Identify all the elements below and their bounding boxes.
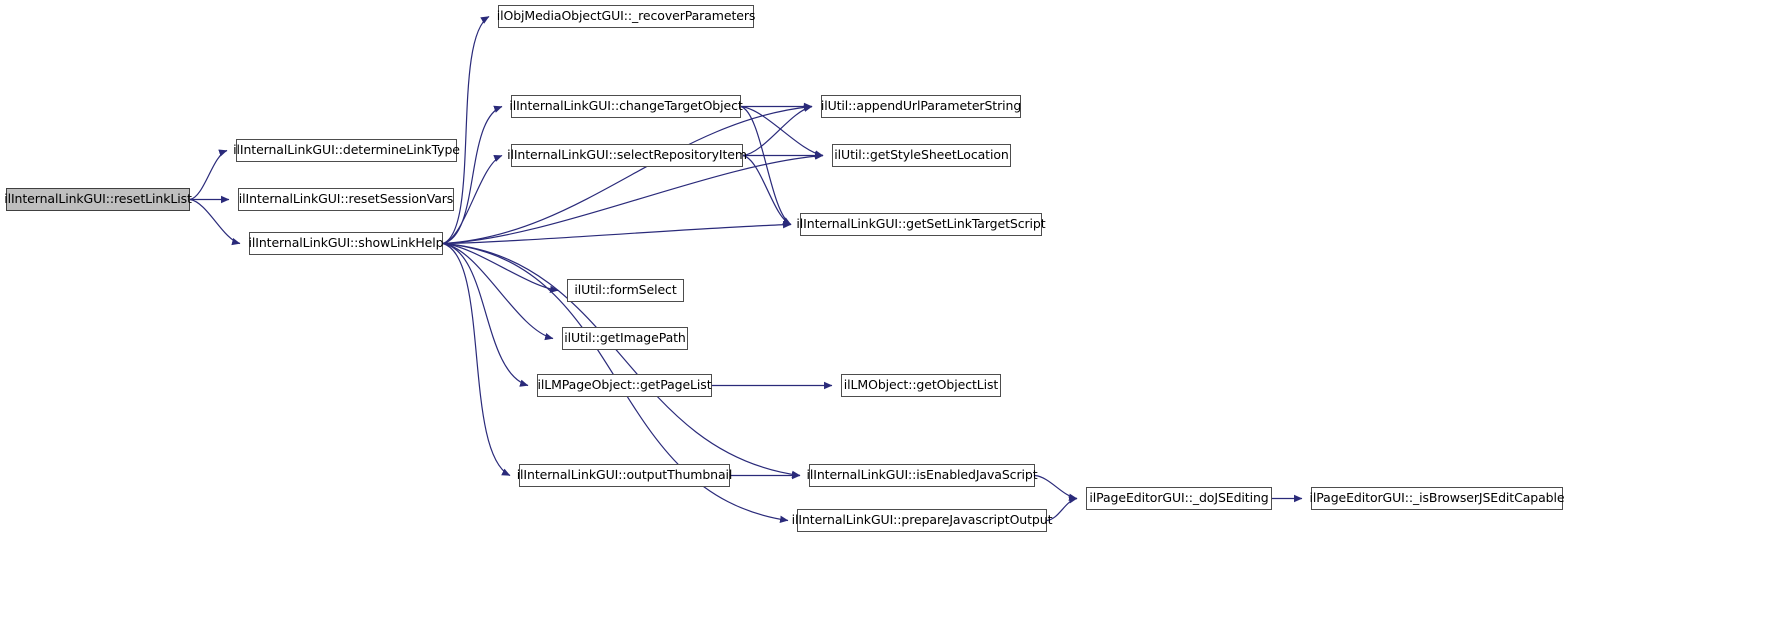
graph-node-label: ilLMPageObject::getPageList [537,377,712,393]
graph-node-label: ilInternalLinkGUI::prepareJavascriptOutp… [791,512,1053,528]
graph-node-label: ilPageEditorGUI::_isBrowserJSEditCapable [1309,490,1565,506]
graph-node-label: ilInternalLinkGUI::getSetLinkTargetScrip… [796,216,1046,232]
graph-edge-showLinkHelp-to-outputThumbnail [442,242,511,477]
graph-edge-selectRepositoryItem-to-appendUrlParameterString [742,104,813,157]
graph-node-doJSEditing[interactable]: ilPageEditorGUI::_doJSEditing [1086,487,1272,510]
graph-edge-prepareJavascriptOutput-to-doJSEditing [1046,496,1078,522]
graph-node-outputThumbnail[interactable]: ilInternalLinkGUI::outputThumbnail [516,464,733,487]
graph-node-label: ilInternalLinkGUI::determineLinkType [233,142,460,158]
graph-edge-changeTargetObject-to-getStyleSheetLocation [740,105,824,158]
graph-node-label: ilInternalLinkGUI::showLinkHelp [248,235,444,251]
graph-node-getImagePath[interactable]: ilUtil::getImagePath [562,327,688,350]
graph-node-formSelect[interactable]: ilUtil::formSelect [567,279,684,302]
graph-edge-showLinkHelp-to-getStyleSheetLocation [442,152,824,245]
graph-node-getPageList[interactable]: ilLMPageObject::getPageList [537,374,712,397]
graph-node-resetLinkList[interactable]: ilInternalLinkGUI::resetLinkList [4,188,192,211]
graph-node-label: ilInternalLinkGUI::outputThumbnail [516,467,733,483]
graph-edge-resetLinkList-to-determineLinkType [189,149,228,201]
graph-node-determineLinkType[interactable]: ilInternalLinkGUI::determineLinkType [233,139,460,162]
graph-edge-showLinkHelp-to-changeTargetObject [442,105,503,245]
graph-node-label: ilUtil::getImagePath [564,330,686,346]
graph-edge-isEnabledJavaScript-to-doJSEditing [1034,474,1078,501]
graph-edge-showLinkHelp-to-getPageList [442,242,529,387]
graph-node-label: ilInternalLinkGUI::selectRepositoryItem [507,147,747,163]
graph-node-getStyleSheetLocation[interactable]: ilUtil::getStyleSheetLocation [832,144,1011,167]
graph-node-changeTargetObject[interactable]: ilInternalLinkGUI::changeTargetObject [509,95,743,118]
graph-node-showLinkHelp[interactable]: ilInternalLinkGUI::showLinkHelp [248,232,444,255]
graph-node-label: ilInternalLinkGUI::resetLinkList [4,191,192,207]
graph-node-getSetLinkTargetScript[interactable]: ilInternalLinkGUI::getSetLinkTargetScrip… [796,213,1046,236]
graph-edge-showLinkHelp-to-appendUrlParameterString [442,103,813,245]
graph-edge-showLinkHelp-to-getSetLinkTargetScript [442,221,792,245]
graph-node-recoverParameters[interactable]: ilObjMediaObjectGUI::_recoverParameters [496,5,756,28]
graph-node-label: ilObjMediaObjectGUI::_recoverParameters [496,8,756,24]
graph-edge-showLinkHelp-to-formSelect [442,242,559,294]
graph-edge-selectRepositoryItem-to-getSetLinkTargetScript [742,154,792,226]
graph-node-appendUrlParameterString[interactable]: ilUtil::appendUrlParameterString [821,95,1021,118]
graph-edge-showLinkHelp-to-getImagePath [442,242,554,341]
graph-node-label: ilUtil::getStyleSheetLocation [834,147,1009,163]
graph-node-getObjectList[interactable]: ilLMObject::getObjectList [841,374,1001,397]
graph-node-label: ilInternalLinkGUI::changeTargetObject [509,98,743,114]
graph-node-label: ilUtil::formSelect [574,282,677,298]
graph-node-label: ilUtil::appendUrlParameterString [820,98,1022,114]
graph-node-label: ilPageEditorGUI::_doJSEditing [1089,490,1269,506]
graph-node-label: ilInternalLinkGUI::resetSessionVars [238,191,454,207]
graph-node-prepareJavascriptOutput[interactable]: ilInternalLinkGUI::prepareJavascriptOutp… [792,509,1052,532]
graph-node-resetSessionVars[interactable]: ilInternalLinkGUI::resetSessionVars [238,188,454,211]
graph-edge-changeTargetObject-to-getSetLinkTargetScript [740,105,792,226]
graph-node-selectRepositoryItem[interactable]: ilInternalLinkGUI::selectRepositoryItem [507,144,747,167]
graph-node-isEnabledJavaScript[interactable]: ilInternalLinkGUI::isEnabledJavaScript [806,464,1038,487]
graph-node-label: ilInternalLinkGUI::isEnabledJavaScript [806,467,1038,483]
graph-edge-resetLinkList-to-showLinkHelp [189,198,241,246]
graph-node-label: ilLMObject::getObjectList [843,377,999,393]
graph-node-isBrowserJSEditCapable[interactable]: ilPageEditorGUI::_isBrowserJSEditCapable [1309,487,1565,510]
